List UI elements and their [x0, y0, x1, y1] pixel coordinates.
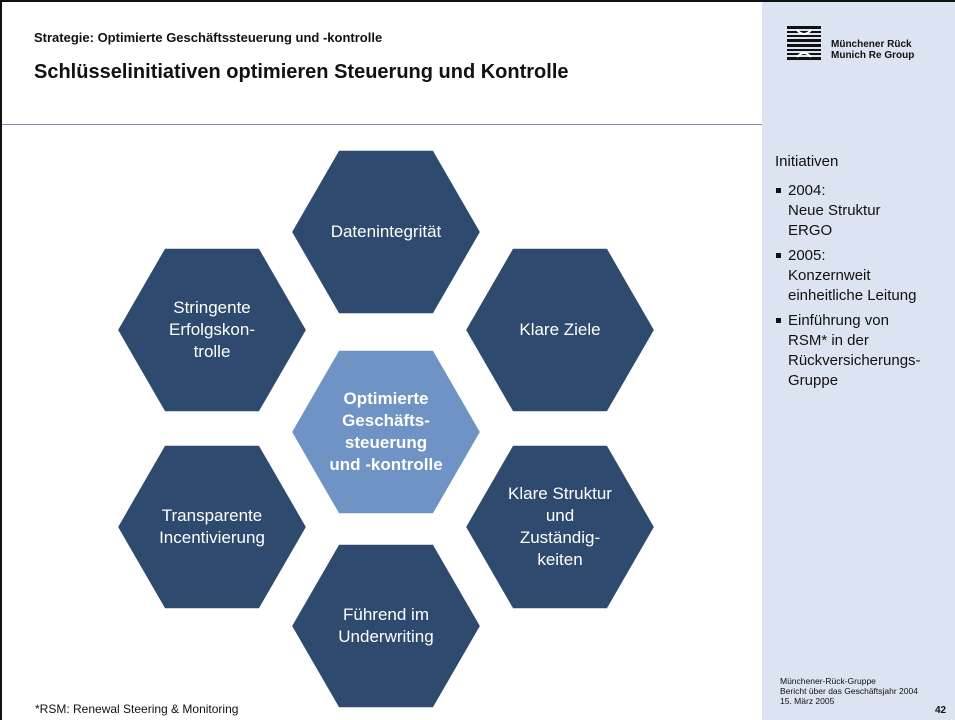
- initiative-line: einheitliche Leitung: [788, 287, 917, 304]
- initiative-line: Rückversicherungs-: [788, 352, 921, 369]
- logo-text: Münchener Rück Munich Re Group: [831, 39, 914, 61]
- hexagon-label-klare-struktur-line: Zuständig-: [519, 528, 601, 547]
- initiative-line: Neue Struktur: [788, 202, 881, 219]
- initiatives-heading: Initiativen: [775, 153, 839, 170]
- company-logo: Münchener Rück Munich Re Group: [787, 26, 955, 66]
- hexagon-label-fuehrend-underwriting-line: Führend im: [343, 605, 429, 624]
- initiative-line: RSM* in der: [788, 332, 869, 349]
- hexagon-label-stringente-erfolgskontrolle-line: Erfolgskon-: [169, 320, 255, 339]
- hexagon-label-fuehrend-underwriting-line: Underwriting: [338, 627, 434, 646]
- initiative-line: 2005:: [788, 247, 826, 264]
- left-border: [0, 0, 2, 720]
- initiative-line: Gruppe: [788, 372, 839, 389]
- munich-re-logo-icon: [787, 26, 821, 60]
- hexagon-label-stringente-erfolgskontrolle-line: trolle: [193, 342, 231, 361]
- logo-line-2: Munich Re Group: [831, 50, 915, 61]
- hexagon-klare-struktur: [463, 443, 657, 611]
- hexagon-center: [289, 348, 483, 516]
- hexagon-klare-ziele: [463, 246, 657, 414]
- hexagon-label-fuehrend-underwriting: Führend im Underwriting: [311, 604, 461, 648]
- initiative-line: 2004:: [788, 182, 826, 199]
- initiative-line: Konzernweit: [788, 267, 871, 284]
- hexagon-label-center-line: Geschäfts-: [342, 411, 430, 430]
- slide-subtitle: Strategie: Optimierte Geschäftssteuerung…: [34, 30, 383, 45]
- header-divider: [2, 124, 762, 125]
- initiative-line: ERGO: [788, 222, 833, 239]
- footnote: *RSM: Renewal Steering & Monitoring: [35, 702, 239, 716]
- slide-title: Schlüsselinitiativen optimieren Steuerun…: [34, 61, 569, 83]
- hexagon-datenintegritaet: [289, 148, 483, 316]
- hexagon-stringente-erfolgskontrolle: [115, 246, 309, 414]
- top-border: [0, 0, 955, 2]
- footer-report: Bericht über das Geschäftsjahr 2004: [780, 686, 918, 696]
- hexagon-label-datenintegritaet-line: Datenintegrität: [330, 222, 442, 241]
- hexagon-fuehrend-underwriting: [289, 542, 483, 710]
- initiative-line: Einführung von: [788, 312, 889, 329]
- hexagon-label-transparente-incentivierung-line: Transparente: [161, 506, 263, 525]
- footer-org: Münchener-Rück-Gruppe: [780, 676, 876, 686]
- hexagon-diagram: [115, 148, 657, 710]
- footer-date: 15. März 2005: [780, 696, 835, 706]
- logo-line-1: Münchener Rück: [831, 39, 912, 50]
- hexagon-label-transparente-incentivierung-line: Incentivierung: [159, 528, 265, 547]
- initiative-item: 2005: Konzernweit einheitliche Leitung: [775, 246, 955, 306]
- hexagon-label-klare-struktur-line: keiten: [537, 550, 583, 569]
- hexagon-label-klare-ziele: Klare Ziele: [485, 319, 635, 341]
- hexagon-transparente-incentivierung: [115, 443, 309, 611]
- hexagon-label-klare-struktur-line: Klare Struktur: [508, 484, 612, 503]
- sidebar-panel: [762, 2, 955, 720]
- footer-info: Münchener-Rück-Gruppe Bericht über das G…: [780, 676, 918, 706]
- hexagon-label-datenintegritaet: Datenintegrität: [311, 221, 461, 243]
- hexagon-label-center-line: und -kontrolle: [329, 455, 443, 474]
- hexagon-label-center-line: steuerung: [344, 433, 428, 452]
- hexagon-label-center-line: Optimierte: [343, 389, 429, 408]
- hexagon-label-stringente-erfolgskontrolle-line: Stringente: [173, 298, 251, 317]
- hexagon-label-klare-struktur-line: und: [545, 506, 575, 525]
- hexagon-label-klare-ziele-line: Klare Ziele: [519, 320, 601, 339]
- page-number: 42: [935, 705, 947, 716]
